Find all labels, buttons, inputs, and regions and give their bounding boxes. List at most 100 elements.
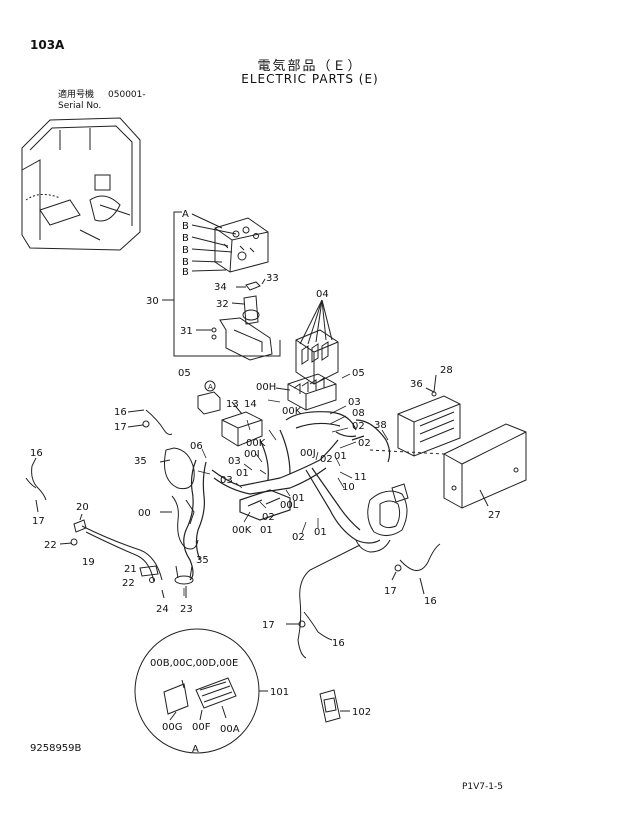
label-01: 01	[236, 468, 249, 479]
label-00L: 00L	[280, 500, 299, 511]
label-20: 20	[76, 502, 89, 513]
group-30-bracket	[162, 211, 281, 357]
label-00I: 00I	[244, 449, 260, 460]
label-06: 06	[190, 441, 203, 452]
label-28: 28	[440, 365, 453, 376]
label-31: 31	[180, 326, 193, 337]
label-04: 04	[316, 289, 329, 300]
label-B: B	[182, 245, 189, 256]
connector-cluster	[355, 483, 409, 553]
label-00F: 00F	[192, 722, 211, 733]
label-00H: 00H	[256, 382, 276, 393]
label-24: 24	[156, 604, 169, 615]
rod-19	[59, 513, 163, 583]
label-02: 02	[352, 421, 365, 432]
box-a-callout	[197, 380, 221, 415]
label-05: 05	[352, 368, 365, 379]
label-00A: 00A	[220, 724, 240, 735]
key-switch-parts	[231, 278, 266, 325]
figure-id: P1V7-1-5	[462, 782, 503, 792]
serial-info: 適用号機 050001- Serial No.	[58, 90, 146, 112]
relay-block-04	[295, 299, 339, 385]
label-02: 02	[262, 512, 275, 523]
main-harness	[183, 411, 391, 581]
label-01: 01	[260, 525, 273, 536]
title-japanese: 電気部品（Ｅ）	[257, 59, 363, 74]
wire-16-right	[391, 543, 441, 595]
label-B: B	[182, 221, 189, 232]
page-code: 103A	[30, 38, 65, 52]
label-00B-00E: 00B,00C,00D,00E	[150, 658, 238, 669]
wire-16-lower	[286, 544, 361, 659]
label-00K: 00K	[282, 406, 302, 417]
label-36: 36	[410, 379, 423, 390]
label-02: 02	[358, 438, 371, 449]
mount-bracket	[196, 317, 273, 361]
label-14: 14	[244, 399, 257, 410]
label-16: 16	[424, 596, 437, 607]
label-B: B	[182, 257, 189, 268]
label-01: 01	[314, 527, 327, 538]
label-B: B	[182, 267, 189, 278]
label-01: 01	[292, 493, 305, 504]
label-00K: 00K	[246, 438, 266, 449]
callout-labels: A B B B B B 30 31 32 33 34 04 05 05 00H …	[30, 209, 501, 755]
label-34: 34	[214, 282, 227, 293]
label-A-circle: A	[208, 383, 213, 391]
label-00J: 00J	[300, 448, 316, 459]
label-101: 101	[270, 687, 289, 698]
label-16: 16	[114, 407, 127, 418]
harness-35	[159, 447, 195, 490]
label-23: 23	[180, 604, 193, 615]
module-13	[221, 401, 263, 447]
label-A-detail: A	[192, 744, 199, 755]
serial-label-jp: 適用号機	[58, 90, 95, 100]
wire-16-upper	[127, 409, 173, 435]
harness-00	[160, 495, 199, 550]
label-22: 22	[122, 578, 135, 589]
label-11: 11	[354, 472, 367, 483]
clamp-parts	[139, 565, 194, 599]
serial-value: 050001-	[108, 90, 146, 100]
label-38: 38	[374, 420, 387, 431]
leader-lines	[183, 373, 389, 596]
label-03: 03	[220, 475, 233, 486]
label-22: 22	[44, 540, 57, 551]
label-02: 02	[292, 532, 305, 543]
label-16: 16	[332, 638, 345, 649]
label-17: 17	[32, 516, 45, 527]
label-35: 35	[134, 456, 147, 467]
label-10: 10	[342, 482, 355, 493]
serial-label-en: Serial No.	[58, 101, 102, 111]
label-01: 01	[334, 451, 347, 462]
wire-16-left	[25, 457, 47, 513]
label-02: 02	[320, 454, 333, 465]
decal-102	[319, 689, 350, 723]
label-B: B	[182, 233, 189, 244]
label-33: 33	[266, 273, 279, 284]
label-05: 05	[178, 368, 191, 379]
label-17: 17	[384, 586, 397, 597]
label-27: 27	[488, 510, 501, 521]
label-00G: 00G	[162, 722, 182, 733]
document-number: 9258959B	[30, 743, 82, 754]
label-19: 19	[82, 557, 95, 568]
label-00K: 00K	[232, 525, 252, 536]
detail-view-a	[134, 628, 268, 754]
label-30: 30	[146, 296, 159, 307]
controller-27	[369, 423, 527, 509]
label-08: 08	[352, 408, 365, 419]
label-35: 35	[196, 555, 209, 566]
label-00: 00	[138, 508, 151, 519]
switch-panel	[191, 213, 269, 273]
label-03: 03	[348, 397, 361, 408]
cab-overview-sketch	[21, 117, 141, 251]
label-21: 21	[124, 564, 137, 575]
label-16: 16	[30, 448, 43, 459]
label-03: 03	[228, 456, 241, 467]
label-17: 17	[114, 422, 127, 433]
label-A: A	[182, 209, 189, 220]
label-32: 32	[216, 299, 229, 310]
title-english: ELECTRIC PARTS (E)	[241, 72, 379, 86]
